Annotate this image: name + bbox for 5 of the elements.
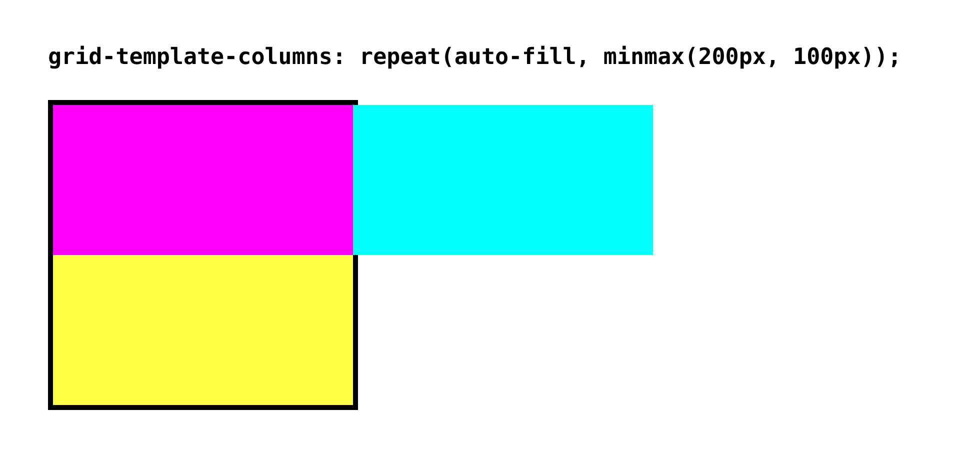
grid-container: [48, 100, 358, 410]
code-title: grid-template-columns: repeat(auto-fill, minmax(200px, 100px));: [48, 44, 902, 70]
overflowing-grid-item: [353, 105, 653, 255]
grid-item: [53, 105, 353, 255]
grid-item: [53, 255, 353, 405]
